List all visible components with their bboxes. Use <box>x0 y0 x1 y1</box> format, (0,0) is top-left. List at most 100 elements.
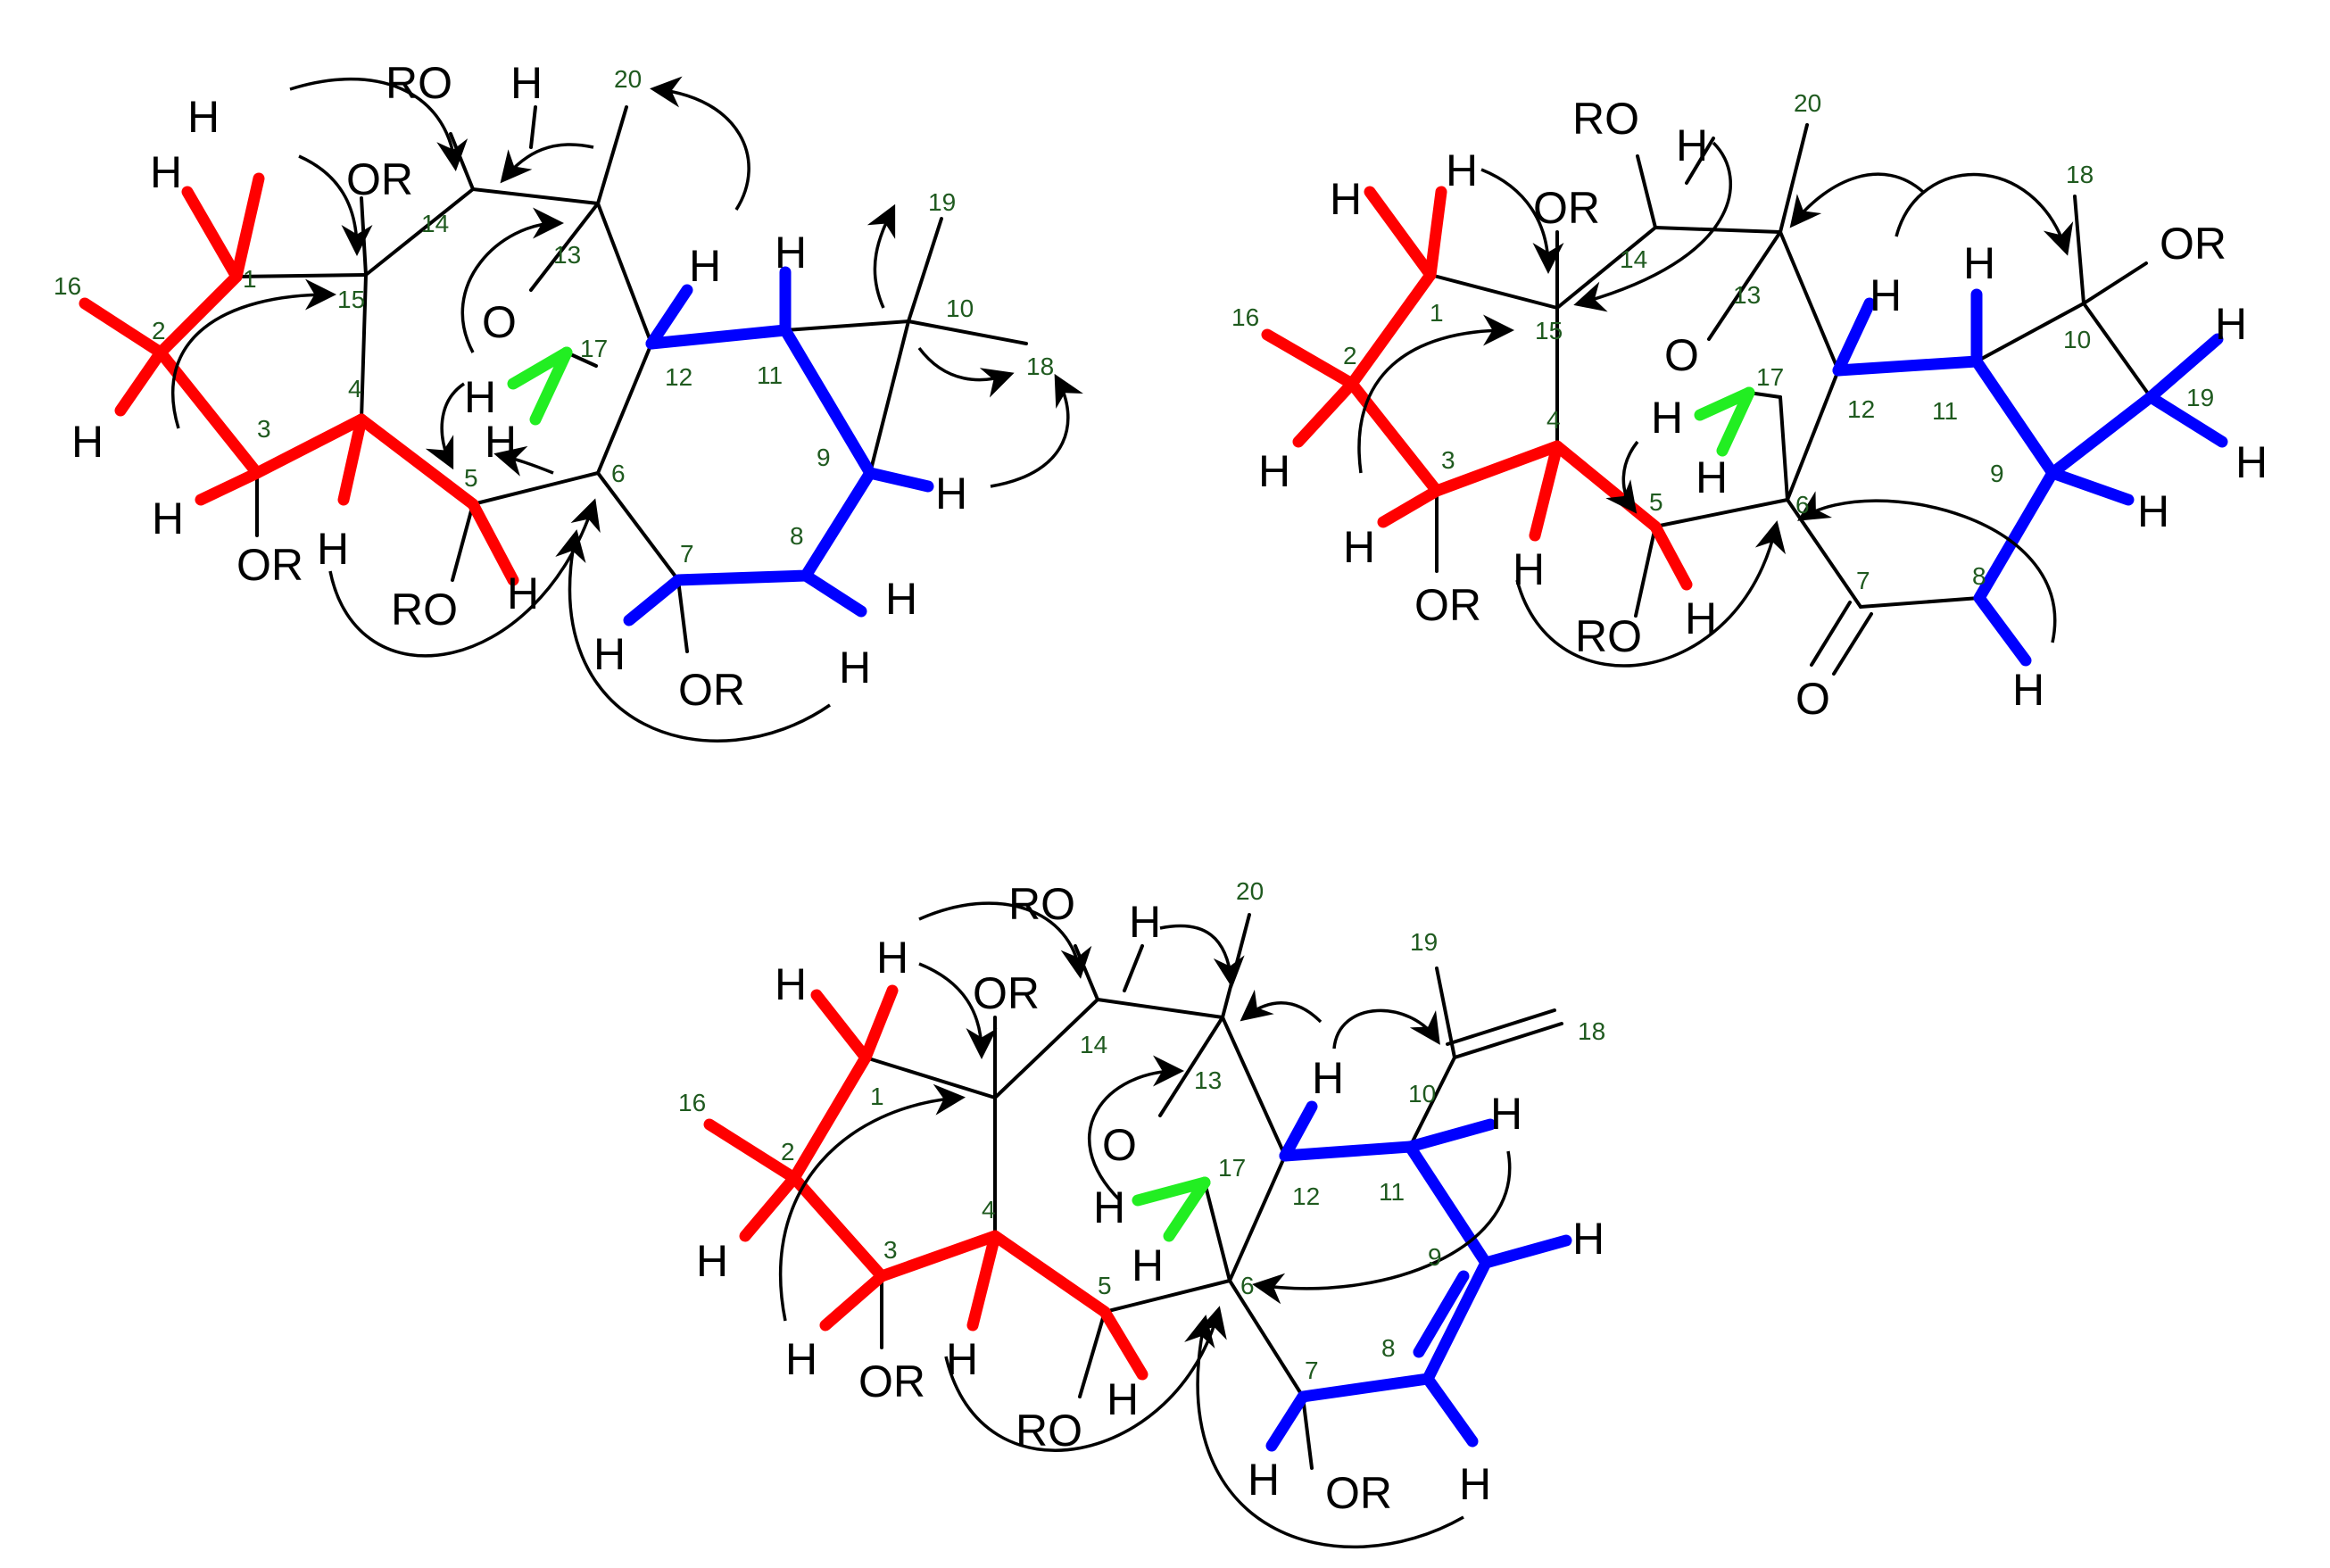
atom-label: H <box>1696 452 1728 502</box>
atom-label: H <box>1258 446 1290 496</box>
atom-number: 14 <box>1620 245 1647 273</box>
hmbc-arrows <box>779 901 1512 1549</box>
atom-label: H <box>1446 145 1478 195</box>
atom-label: H <box>1513 544 1545 594</box>
cosy-blue-bonds <box>623 266 934 626</box>
atom-number: 5 <box>464 464 478 492</box>
atom-number: 1 <box>870 1083 884 1110</box>
atom-number: 3 <box>257 415 271 443</box>
atom-label: H <box>187 92 220 142</box>
atom-label: H <box>1963 238 1995 288</box>
atom-labels: RO H H OR H O H H OR H H H H H OR RO H O… <box>1258 94 2268 724</box>
atom-label: OR <box>1414 580 1481 630</box>
atom-number: 4 <box>348 375 362 402</box>
atom-number: 11 <box>1379 1178 1405 1206</box>
atom-label: H <box>935 469 967 519</box>
atom-label: H <box>152 494 184 543</box>
atom-label: OR <box>2160 219 2226 269</box>
atom-number: 15 <box>337 286 365 313</box>
atom-numbers: 20 18 16 1 2 15 14 13 17 12 11 10 19 9 3… <box>1231 89 2214 594</box>
atom-label: H <box>1870 270 1902 320</box>
atom-number: 18 <box>1026 353 1054 380</box>
atom-label: H <box>2012 665 2044 715</box>
atom-numbers: 20 19 16 1 2 15 14 13 17 12 11 10 18 9 3… <box>54 65 1054 568</box>
atom-number: 2 <box>152 317 166 344</box>
structure-top-left: H RO H OR H O H H H H H OR H RO H H OR H… <box>54 58 1083 743</box>
atom-number: 19 <box>2186 384 2214 411</box>
atom-label: H <box>1685 593 1717 643</box>
atom-number: 11 <box>1932 397 1958 425</box>
atom-label: O <box>1102 1120 1137 1170</box>
atom-label: RO <box>1016 1406 1082 1456</box>
noesy-green-bonds <box>1132 1176 1211 1242</box>
atom-number: 7 <box>1305 1356 1319 1384</box>
atom-label: H <box>510 58 543 108</box>
atom-label: OR <box>1325 1468 1392 1518</box>
atom-label: H <box>1330 174 1362 224</box>
atom-label: O <box>1795 674 1830 724</box>
atom-label: H <box>689 241 721 291</box>
atom-number: 9 <box>1990 460 2004 487</box>
atom-number: 20 <box>1236 877 1264 905</box>
cosy-red-bonds <box>1261 186 1693 591</box>
atom-label: H <box>593 629 626 679</box>
atom-number: 5 <box>1098 1272 1112 1299</box>
atom-number: 7 <box>680 540 694 568</box>
atom-number: 20 <box>614 65 642 93</box>
atom-number: 9 <box>817 444 831 471</box>
atom-number: 12 <box>665 363 692 391</box>
atom-numbers: 20 19 18 16 1 2 14 13 10 17 12 11 9 8 3 … <box>678 877 1605 1384</box>
atom-label: H <box>1459 1459 1491 1509</box>
atom-number: 13 <box>1733 281 1761 309</box>
atom-label: H <box>317 524 349 574</box>
skeleton-bonds <box>864 913 1563 1470</box>
atom-label: H <box>839 643 871 693</box>
atom-number: 19 <box>928 188 956 216</box>
atom-label: H <box>1129 897 1161 947</box>
atom-number: 19 <box>1410 928 1438 956</box>
atom-number: 12 <box>1847 395 1875 423</box>
cosy-blue-bonds <box>1832 288 2228 667</box>
atom-label: H <box>1676 120 1708 170</box>
atom-label: H <box>485 417 517 467</box>
atom-label: H <box>885 574 917 624</box>
atom-label: H <box>1132 1240 1164 1290</box>
atom-label: RO <box>1575 611 1642 661</box>
atom-label: OR <box>858 1356 925 1406</box>
atom-label: H <box>775 959 807 1009</box>
atom-label: O <box>1664 330 1699 380</box>
atom-label: H <box>696 1236 728 1286</box>
skeleton-bonds <box>235 105 1028 653</box>
atom-number: 4 <box>982 1196 996 1224</box>
atom-labels: RO H H OR H O H H H H H H H OR H RO H OR… <box>696 879 1604 1518</box>
atom-label: H <box>507 568 539 618</box>
atom-number: 17 <box>1756 363 1784 391</box>
atom-label: OR <box>346 154 413 204</box>
atom-number: 18 <box>1578 1017 1605 1045</box>
atom-labels: H RO H OR H O H H H H H OR H RO H H OR H… <box>71 58 967 715</box>
atom-label: H <box>775 228 807 278</box>
atom-label: OR <box>1533 183 1600 233</box>
atom-number: 8 <box>1381 1334 1396 1362</box>
atom-label: H <box>2137 486 2169 536</box>
atom-label: H <box>1093 1182 1125 1232</box>
atom-label: H <box>1248 1455 1280 1505</box>
atom-label: OR <box>678 665 745 715</box>
atom-label: RO <box>386 58 452 108</box>
atom-number: 3 <box>883 1236 898 1264</box>
atom-label: H <box>2235 437 2268 487</box>
atom-number: 11 <box>757 361 783 389</box>
atom-number: 14 <box>1080 1031 1107 1058</box>
atom-number: 17 <box>1218 1154 1246 1182</box>
atom-number: 5 <box>1649 488 1663 516</box>
atom-label: H <box>1651 393 1683 443</box>
atom-label: H <box>1343 522 1375 572</box>
cosy-red-bonds <box>703 984 1148 1381</box>
atom-label: H <box>2215 299 2247 349</box>
cosy-red-bonds <box>79 172 519 586</box>
structure-bottom: RO H H OR H O H H H H H H H OR H RO H OR… <box>678 877 1605 1549</box>
atom-number: 6 <box>611 460 626 487</box>
atom-number: 1 <box>243 265 257 293</box>
atom-label: H <box>876 933 908 983</box>
